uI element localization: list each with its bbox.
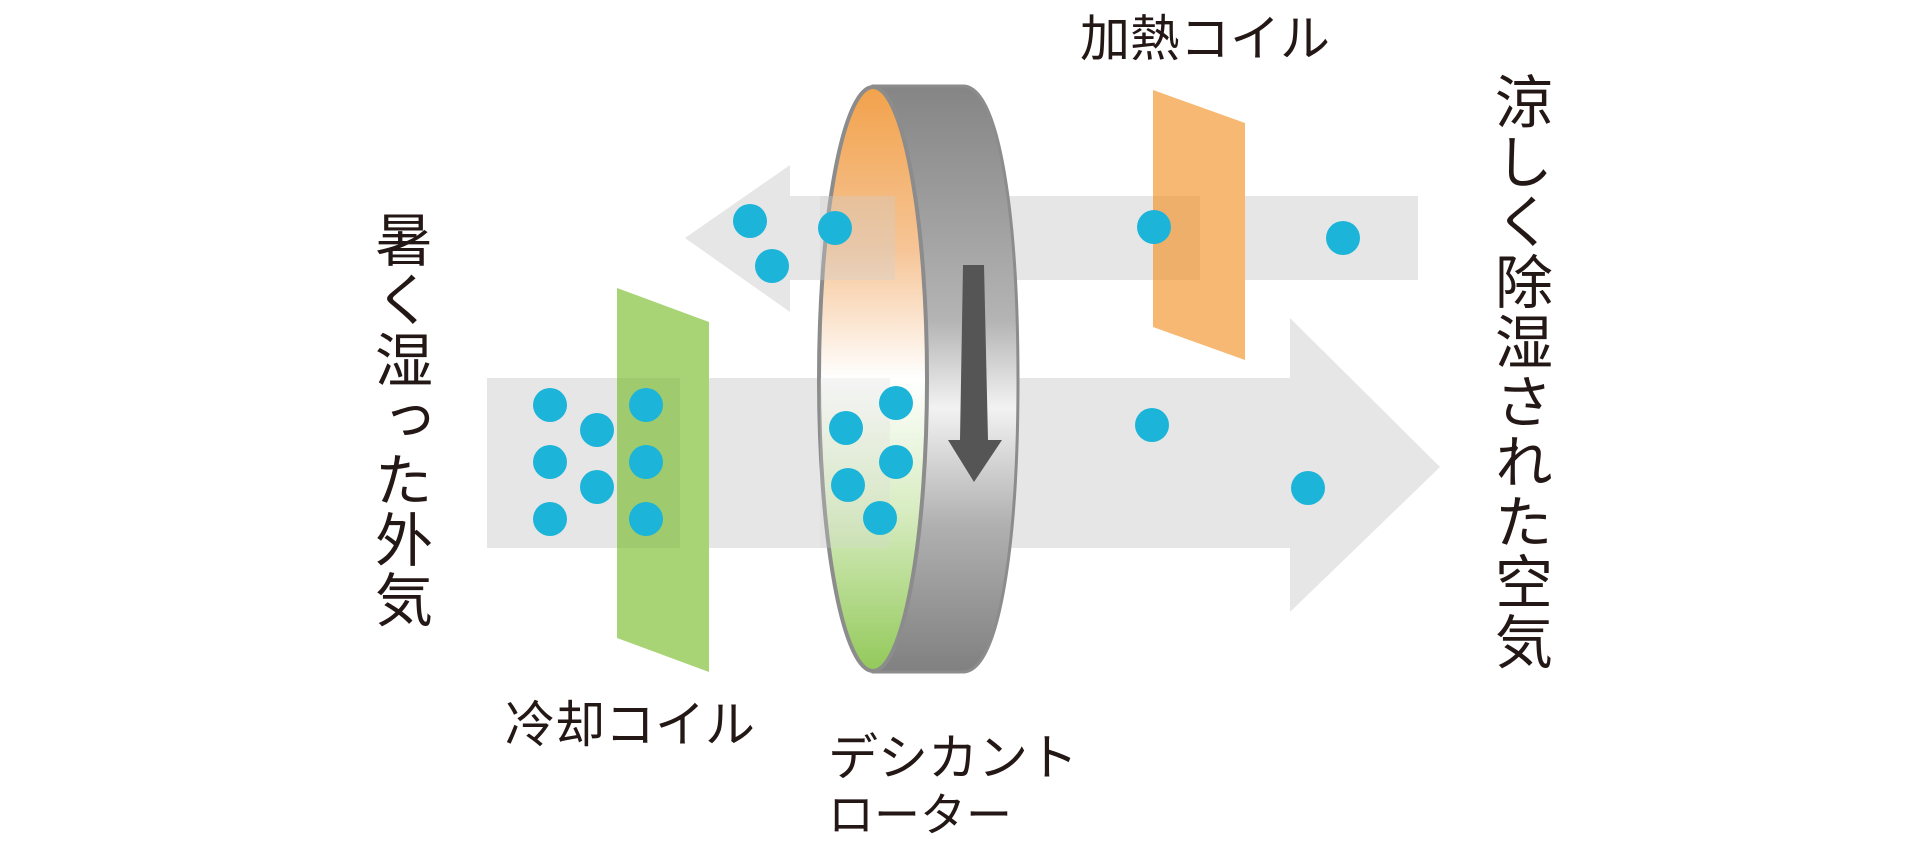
cooling-coil-label: 冷却コイル: [505, 696, 755, 754]
water-molecules-rotor: [829, 386, 913, 535]
water-molecules-outlet: [1135, 408, 1325, 505]
water-molecule-icon: [533, 445, 567, 479]
outlet-air-label: 涼しく除湿された空気: [1485, 72, 1553, 672]
desiccant-rotor-label-line1: デシカント: [828, 729, 1078, 787]
water-molecule-icon: [1291, 471, 1325, 505]
water-molecule-icon: [831, 468, 865, 502]
cooling-coil-panel: [617, 288, 709, 672]
water-molecule-icon: [629, 388, 663, 422]
heating-coil-panel: [1153, 90, 1245, 360]
water-molecule-icon: [1137, 210, 1171, 244]
water-molecule-icon: [629, 502, 663, 536]
desiccant-rotor-label-line2: ローター: [828, 788, 1012, 842]
water-molecule-icon: [533, 502, 567, 536]
water-molecule-icon: [755, 249, 789, 283]
water-molecules-regeneration: [733, 204, 1360, 283]
regeneration-air-arrow: [685, 165, 1418, 312]
water-molecule-icon: [733, 204, 767, 238]
water-molecule-icon: [1326, 221, 1360, 255]
water-molecule-icon: [879, 445, 913, 479]
water-molecules-inlet: [533, 388, 663, 536]
water-molecule-icon: [863, 501, 897, 535]
water-molecule-icon: [629, 445, 663, 479]
water-molecule-icon: [1135, 408, 1169, 442]
inlet-air-label: 暑く湿った外気: [365, 210, 433, 630]
water-molecule-icon: [829, 411, 863, 445]
rotation-arrow-icon: [948, 265, 1002, 482]
water-molecule-icon: [580, 470, 614, 504]
heating-coil-label: 加熱コイル: [1080, 10, 1330, 68]
water-molecule-icon: [879, 386, 913, 420]
water-molecule-icon: [580, 413, 614, 447]
water-molecule-icon: [818, 211, 852, 245]
water-molecule-icon: [533, 388, 567, 422]
